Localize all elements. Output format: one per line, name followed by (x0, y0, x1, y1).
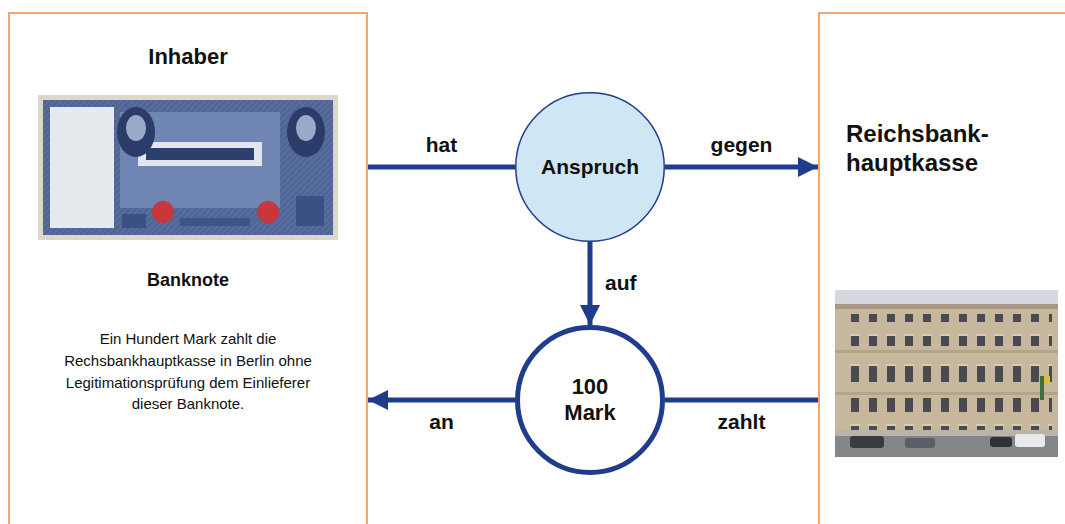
connector-label: hat (423, 133, 461, 157)
panel-heading: Inhaber (10, 44, 366, 70)
image-caption: Banknote (10, 270, 366, 292)
connector-label: an (426, 410, 457, 434)
amount-circle: 100 Mark (515, 325, 665, 475)
holder-panel: InhaberBanknoteEin Hundert Mark zahlt di… (8, 12, 368, 524)
claim-circle: Anspruch (515, 92, 665, 242)
banknote-image (38, 95, 338, 240)
building-photo (835, 290, 1058, 457)
panel-heading: Reichsbank- hauptkasse (846, 120, 1021, 178)
connector-arrow (368, 165, 515, 170)
connector-arrow (368, 398, 515, 403)
banknote-inscription: Ein Hundert Mark zahlt die Rechsbankhaup… (62, 328, 314, 415)
bank-panel: Reichsbank- hauptkasse (818, 12, 1065, 524)
connector-label: zahlt (715, 410, 769, 434)
circle-label: Anspruch (541, 154, 639, 179)
connector-arrow (665, 165, 818, 170)
circle-label: 100 Mark (555, 374, 625, 427)
connector-arrow (665, 398, 818, 403)
connector-label: auf (602, 271, 640, 295)
connector-arrow (588, 242, 593, 325)
connector-label: gegen (708, 133, 776, 157)
